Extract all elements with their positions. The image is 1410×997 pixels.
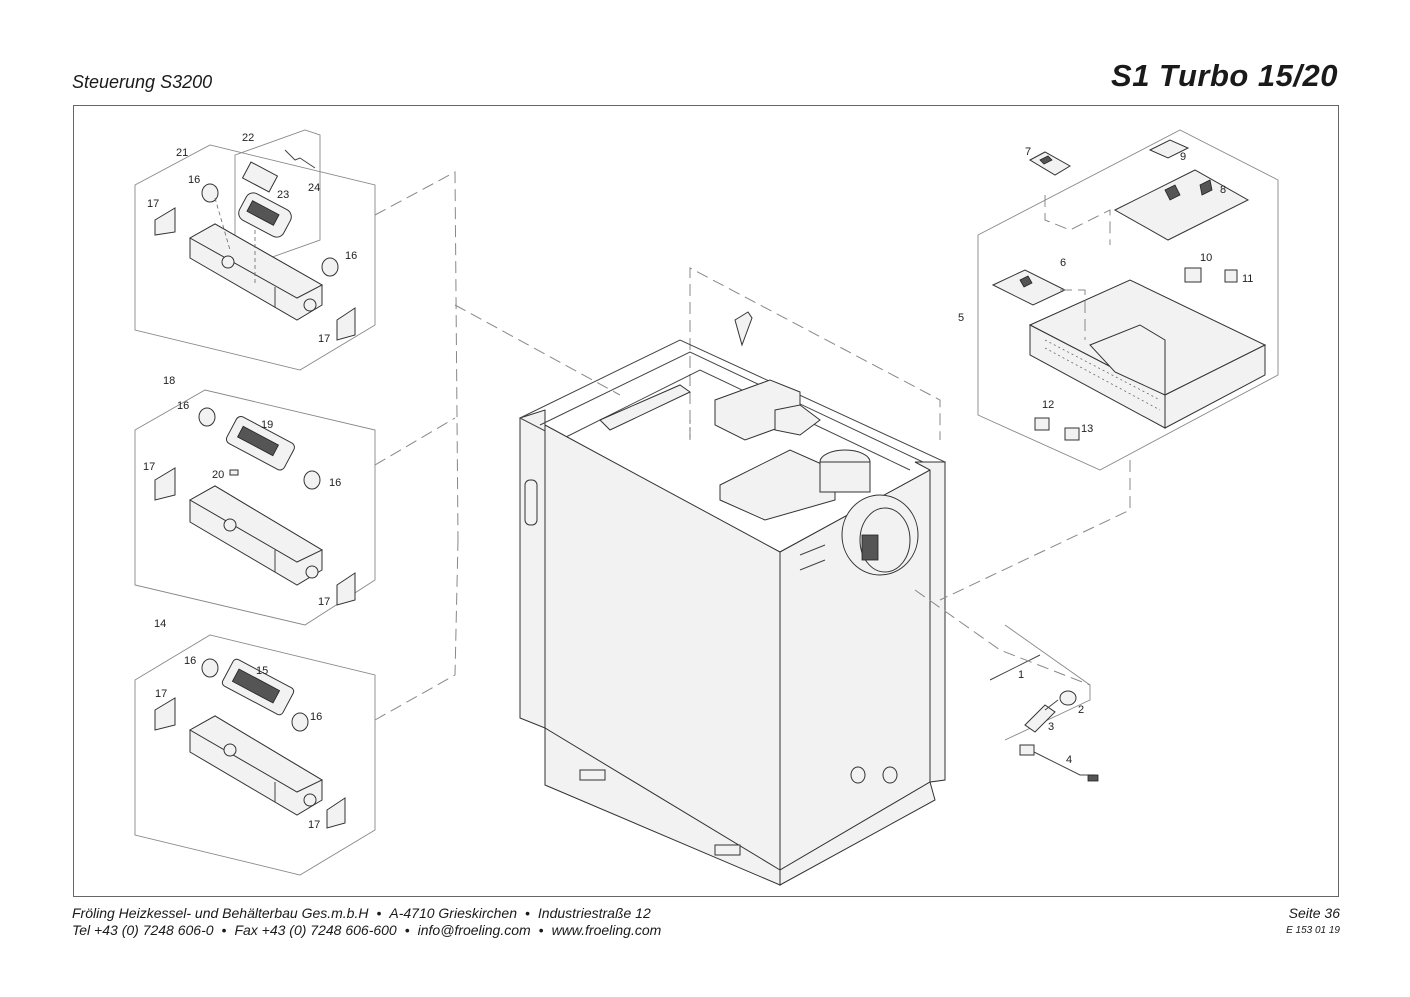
footer-phone: Tel +43 (0) 7248 606-0 [72, 922, 214, 938]
callout-1: 1 [1018, 669, 1024, 681]
callout-14: 14 [154, 618, 166, 630]
control-panel-group-a [134, 129, 376, 371]
callout-23: 23 [277, 189, 289, 201]
callout-9: 9 [1180, 151, 1186, 163]
callout-17-d: 17 [318, 596, 330, 608]
callout-4: 4 [1066, 754, 1072, 766]
footer-email[interactable]: info@froeling.com [417, 922, 531, 938]
callout-21: 21 [176, 147, 188, 159]
callout-20: 20 [212, 469, 224, 481]
control-panel-group-c [134, 634, 376, 876]
callout-11: 11 [1242, 273, 1253, 285]
boiler-body [518, 267, 947, 886]
footer-web[interactable]: www.froeling.com [551, 922, 662, 938]
callout-6: 6 [1060, 257, 1066, 269]
callout-18: 18 [163, 375, 175, 387]
callout-22: 22 [242, 132, 254, 144]
footer-contact-line: Tel +43 (0) 7248 606-0•Fax +43 (0) 7248 … [72, 922, 662, 938]
callout-16-f: 16 [310, 711, 322, 723]
drawing-frame [73, 105, 1339, 897]
callout-13: 13 [1081, 423, 1093, 435]
callout-16-c: 16 [177, 400, 189, 412]
callout-labels: 1 2 3 4 5 6 7 8 9 10 11 12 13 14 15 16 1… [143, 132, 1253, 831]
document-title: S1 Turbo 15/20 [1111, 58, 1338, 93]
footer-company: Fröling Heizkessel- und Behälterbau Ges.… [72, 905, 369, 921]
document-number: E 153 01 19 [1286, 925, 1340, 936]
footer-street: Industriestraße 12 [537, 905, 651, 921]
callout-16-e: 16 [184, 655, 196, 667]
callout-16-d: 16 [329, 477, 341, 489]
callout-19: 19 [261, 419, 273, 431]
control-box-group [939, 129, 1279, 601]
callout-24: 24 [308, 182, 320, 194]
callout-12: 12 [1042, 399, 1054, 411]
control-panel-group-b [134, 389, 376, 626]
callout-15: 15 [256, 665, 268, 677]
callout-17-e: 17 [155, 688, 167, 700]
callout-16-b: 16 [345, 250, 357, 262]
callout-7: 7 [1025, 146, 1031, 158]
document-subtitle: Steuerung S3200 [72, 72, 213, 92]
sensor-parts-group [914, 589, 1099, 782]
footer-city: A-4710 Grieskirchen [389, 905, 517, 921]
callout-2: 2 [1078, 704, 1084, 716]
callout-3: 3 [1048, 721, 1054, 733]
callout-17-b: 17 [318, 333, 330, 345]
footer-company-line: Fröling Heizkessel- und Behälterbau Ges.… [72, 905, 651, 921]
page-number: Seite 36 [1288, 905, 1340, 921]
callout-5: 5 [958, 312, 964, 324]
callout-10: 10 [1200, 252, 1212, 264]
callout-17-a: 17 [147, 198, 159, 210]
callout-8: 8 [1220, 184, 1226, 196]
footer-fax: Fax +43 (0) 7248 606-600 [234, 922, 397, 938]
callout-16-a: 16 [188, 174, 200, 186]
callout-17-f: 17 [308, 819, 320, 831]
callout-17-c: 17 [143, 461, 155, 473]
